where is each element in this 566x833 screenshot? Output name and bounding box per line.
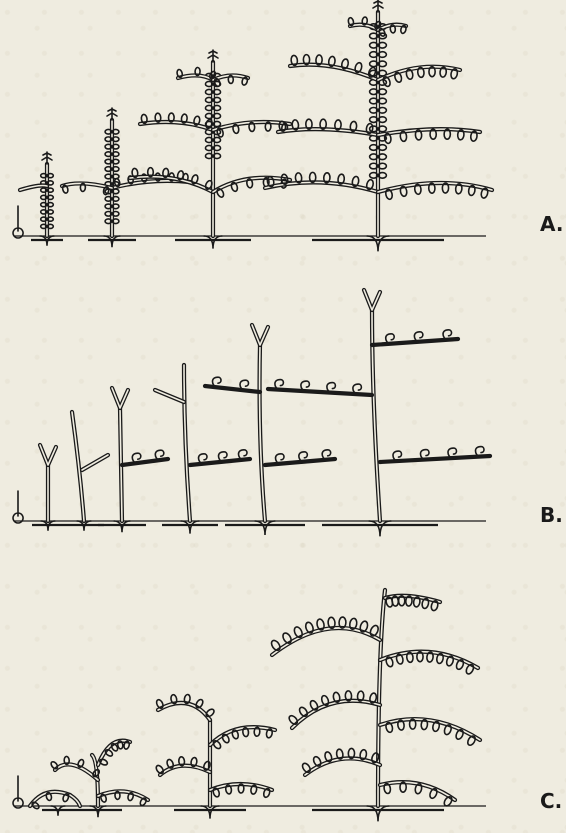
panel-c-plant-1 [30,792,80,816]
panel-label-a: A. [540,212,563,236]
panel-a-plant-1 [20,152,63,246]
panel-label-c: C. [540,789,562,813]
panel-b-plant-6 [268,290,490,536]
panel-a-plant-3 [130,50,290,249]
panel-label-b: B. [540,503,563,527]
panel-c [13,590,486,821]
panel-b-plant-2 [64,412,108,531]
panel-b-plant-1 [32,445,64,531]
panel-b [13,290,490,536]
panel-b-plant-5 [205,325,335,535]
panel-b-plant-3 [98,388,168,532]
panel-c-plant-3 [155,694,275,819]
panel-a [13,0,492,251]
panel-c-plant-4 [270,590,480,821]
panel-a-plant-4 [265,0,492,251]
